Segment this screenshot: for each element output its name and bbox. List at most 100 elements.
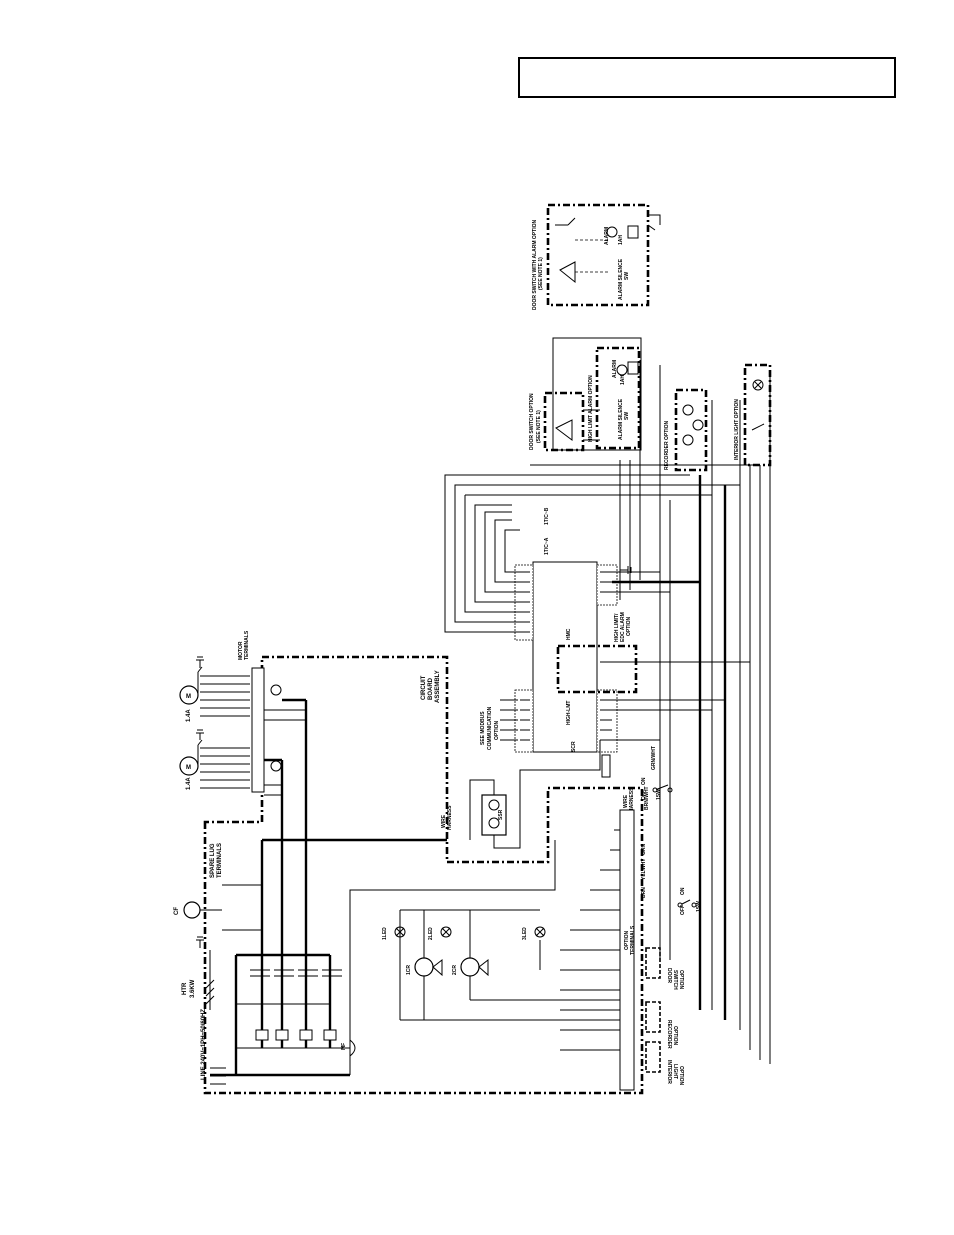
scr-label: SCR	[571, 741, 577, 752]
3led-label: 3LED	[522, 927, 528, 940]
option-door-label: OPTION	[678, 970, 684, 990]
ground-symbols	[196, 566, 632, 948]
option-terminal-block: OPTION TERMINALS	[560, 809, 636, 1091]
1sw-label: 1SW	[656, 789, 662, 800]
alarm-label-2: ALARM	[612, 360, 618, 378]
motor-terminal-block: MOTOR TERMINALS	[238, 630, 306, 796]
board-label: BOARD	[428, 677, 434, 700]
relay-1cr: 1CR	[406, 957, 443, 977]
brn-label: BRN	[641, 887, 647, 898]
1cr-label: 1CR	[406, 965, 412, 975]
assembly-label: ASSEMBLY	[435, 670, 441, 703]
1led-label: 1LED	[382, 927, 388, 940]
wire-harness-1-label: WIRE	[441, 814, 447, 828]
see-note-label: (SEE NOTE 1)	[536, 410, 542, 443]
grn-label: GRN	[641, 844, 647, 856]
hmc-label: HMC	[566, 628, 572, 640]
motor-2-symbol: M 1.4A	[179, 666, 250, 722]
ssr-block: SSR	[469, 740, 611, 849]
heater-element: HTR 3.6KW	[182, 950, 215, 1010]
ssr-label: SSR	[498, 809, 504, 820]
communication-label: COMMUNICATION	[487, 706, 493, 750]
high-lmt-label: HIGH-LMT	[566, 701, 572, 725]
motor-1-m: M	[186, 765, 191, 771]
wht-label: WHT	[641, 859, 647, 870]
light-opt-label: LIGHT	[672, 1064, 678, 1079]
high-limit-alarm-label: HIGH LIMIT ALARM OPTION	[588, 375, 594, 442]
recorder-opt-label: RECORDER	[666, 1020, 672, 1049]
tc-b-label: 1T/C~B	[544, 507, 550, 525]
motor-1-symbol: M 1.4A	[179, 739, 250, 790]
alarm-silence-label-2: ALARM SILENCE	[618, 398, 624, 440]
1ah-label-2: 1AH	[620, 375, 626, 385]
motor-term-label2: TERMINALS	[244, 630, 250, 660]
thermocouple-wires	[444, 474, 700, 633]
board-pins-left	[520, 571, 530, 741]
htr-watt-label: 3.6KW	[190, 979, 196, 998]
relay-wiring	[349, 840, 620, 1021]
on-label-bottom: ON	[680, 887, 686, 895]
interior-light-option-label: INTERIOR LIGHT OPTION	[734, 399, 740, 460]
switch-opt-label: SWITCH	[672, 970, 678, 990]
htr-label: HTR	[182, 982, 188, 995]
circuit-board-label: CIRCUIT	[421, 675, 427, 700]
line-terminals: LINE 240V~1PH~50/60HZ	[201, 1009, 226, 1085]
edc-alarm-label: EDC ALARM	[620, 612, 626, 642]
led-symbols: 1LED 2LED 3LED	[382, 926, 546, 940]
sw-label-1: SW	[624, 272, 630, 280]
option-light-label: OPTION	[678, 1066, 684, 1086]
wire-harness-2-label: WIRE	[623, 794, 629, 808]
cf-fan-symbol: CF	[174, 901, 222, 919]
high-limit-edc-label: HIGH LIMIT/	[614, 613, 620, 642]
mf-symbol: MF	[341, 1039, 356, 1057]
mf-label: MF	[341, 1043, 347, 1050]
motor-term-label: MOTOR	[238, 641, 244, 660]
off-label-top: OFF	[641, 790, 647, 800]
harness-1-label: HARNESS	[447, 805, 453, 830]
1ah-label-1: 1AH	[618, 235, 624, 245]
spare-lug-terminals-label: TERMINALS	[217, 843, 223, 878]
recorder-option-label: RECORDER OPTION	[664, 420, 670, 470]
modbus-connections: SEE MODBUS COMMUNICATION OPTION	[480, 699, 518, 750]
grn-wht-label: GRN/WHT	[651, 746, 657, 770]
contactor-symbols	[250, 969, 342, 1041]
spare-lug-label: SPARE LUG	[210, 843, 216, 878]
relay-2cr: 2CR	[452, 957, 489, 977]
door-switch-alarm-option: DOOR SWITCH WITH ALARM OPTION (SEE NOTE …	[532, 203, 661, 310]
on-label-top: ON	[641, 777, 647, 785]
high-limit-alarm-option: HIGH LIMIT ALARM OPTION ALARM 1AH ALARM …	[552, 337, 642, 451]
control-board: SCR HIGH-LMT HMC	[514, 561, 618, 753]
horizontal-interconnects	[455, 464, 760, 741]
alarm-silence-label-1: ALARM SILENCE	[618, 258, 624, 300]
option-side-blocks: DOOR SWITCH OPTION RECORDER OPTION INTER…	[645, 947, 684, 1086]
title-box	[518, 57, 896, 98]
edc-option-label: OPTION	[626, 616, 632, 636]
brn-wht-label: BRN/WHT	[644, 786, 650, 810]
harness-2-label: HARNESS	[629, 787, 635, 812]
yel-label: YEL	[641, 870, 647, 880]
see-modbus-label: SEE MODBUS	[480, 711, 486, 745]
cf-label: CF	[174, 907, 180, 915]
door-opt-label: DOOR	[666, 968, 672, 983]
option-terminals-label: OPTION	[624, 930, 630, 950]
option-rec-label: OPTION	[672, 1026, 678, 1046]
sw-label-2: SW	[624, 412, 630, 420]
switch-1sw-top: GRN/WHT BRN/WHT 1SW ON OFF	[641, 746, 673, 810]
2cr-label: 2CR	[452, 965, 458, 975]
interior-light-option: INTERIOR LIGHT OPTION	[734, 363, 772, 467]
board-pins-right	[600, 571, 612, 741]
motor-1-amps: 1.4A	[186, 777, 192, 790]
modbus-option-label: OPTION	[494, 720, 500, 740]
tc-a-label: 1T/C~A	[544, 537, 550, 555]
motor-2-amps: 1.4A	[186, 709, 192, 722]
2led-label: 2LED	[428, 927, 434, 940]
recorder-option: RECORDER OPTION	[664, 388, 708, 472]
see-note-2-label: (SEE NOTE 1)	[538, 257, 544, 290]
option-terminals-label2: TERMINALS	[630, 925, 636, 955]
main-enclosure-outline	[203, 655, 644, 1095]
right-vertical-wires	[619, 360, 771, 1064]
alarm-label-1: ALARM	[604, 227, 610, 245]
switch-1sw-bottom: ON OFF 1SW	[677, 887, 702, 915]
high-limit-edc-box: HIGH LIMIT/ EDC ALARM OPTION	[556, 612, 638, 694]
